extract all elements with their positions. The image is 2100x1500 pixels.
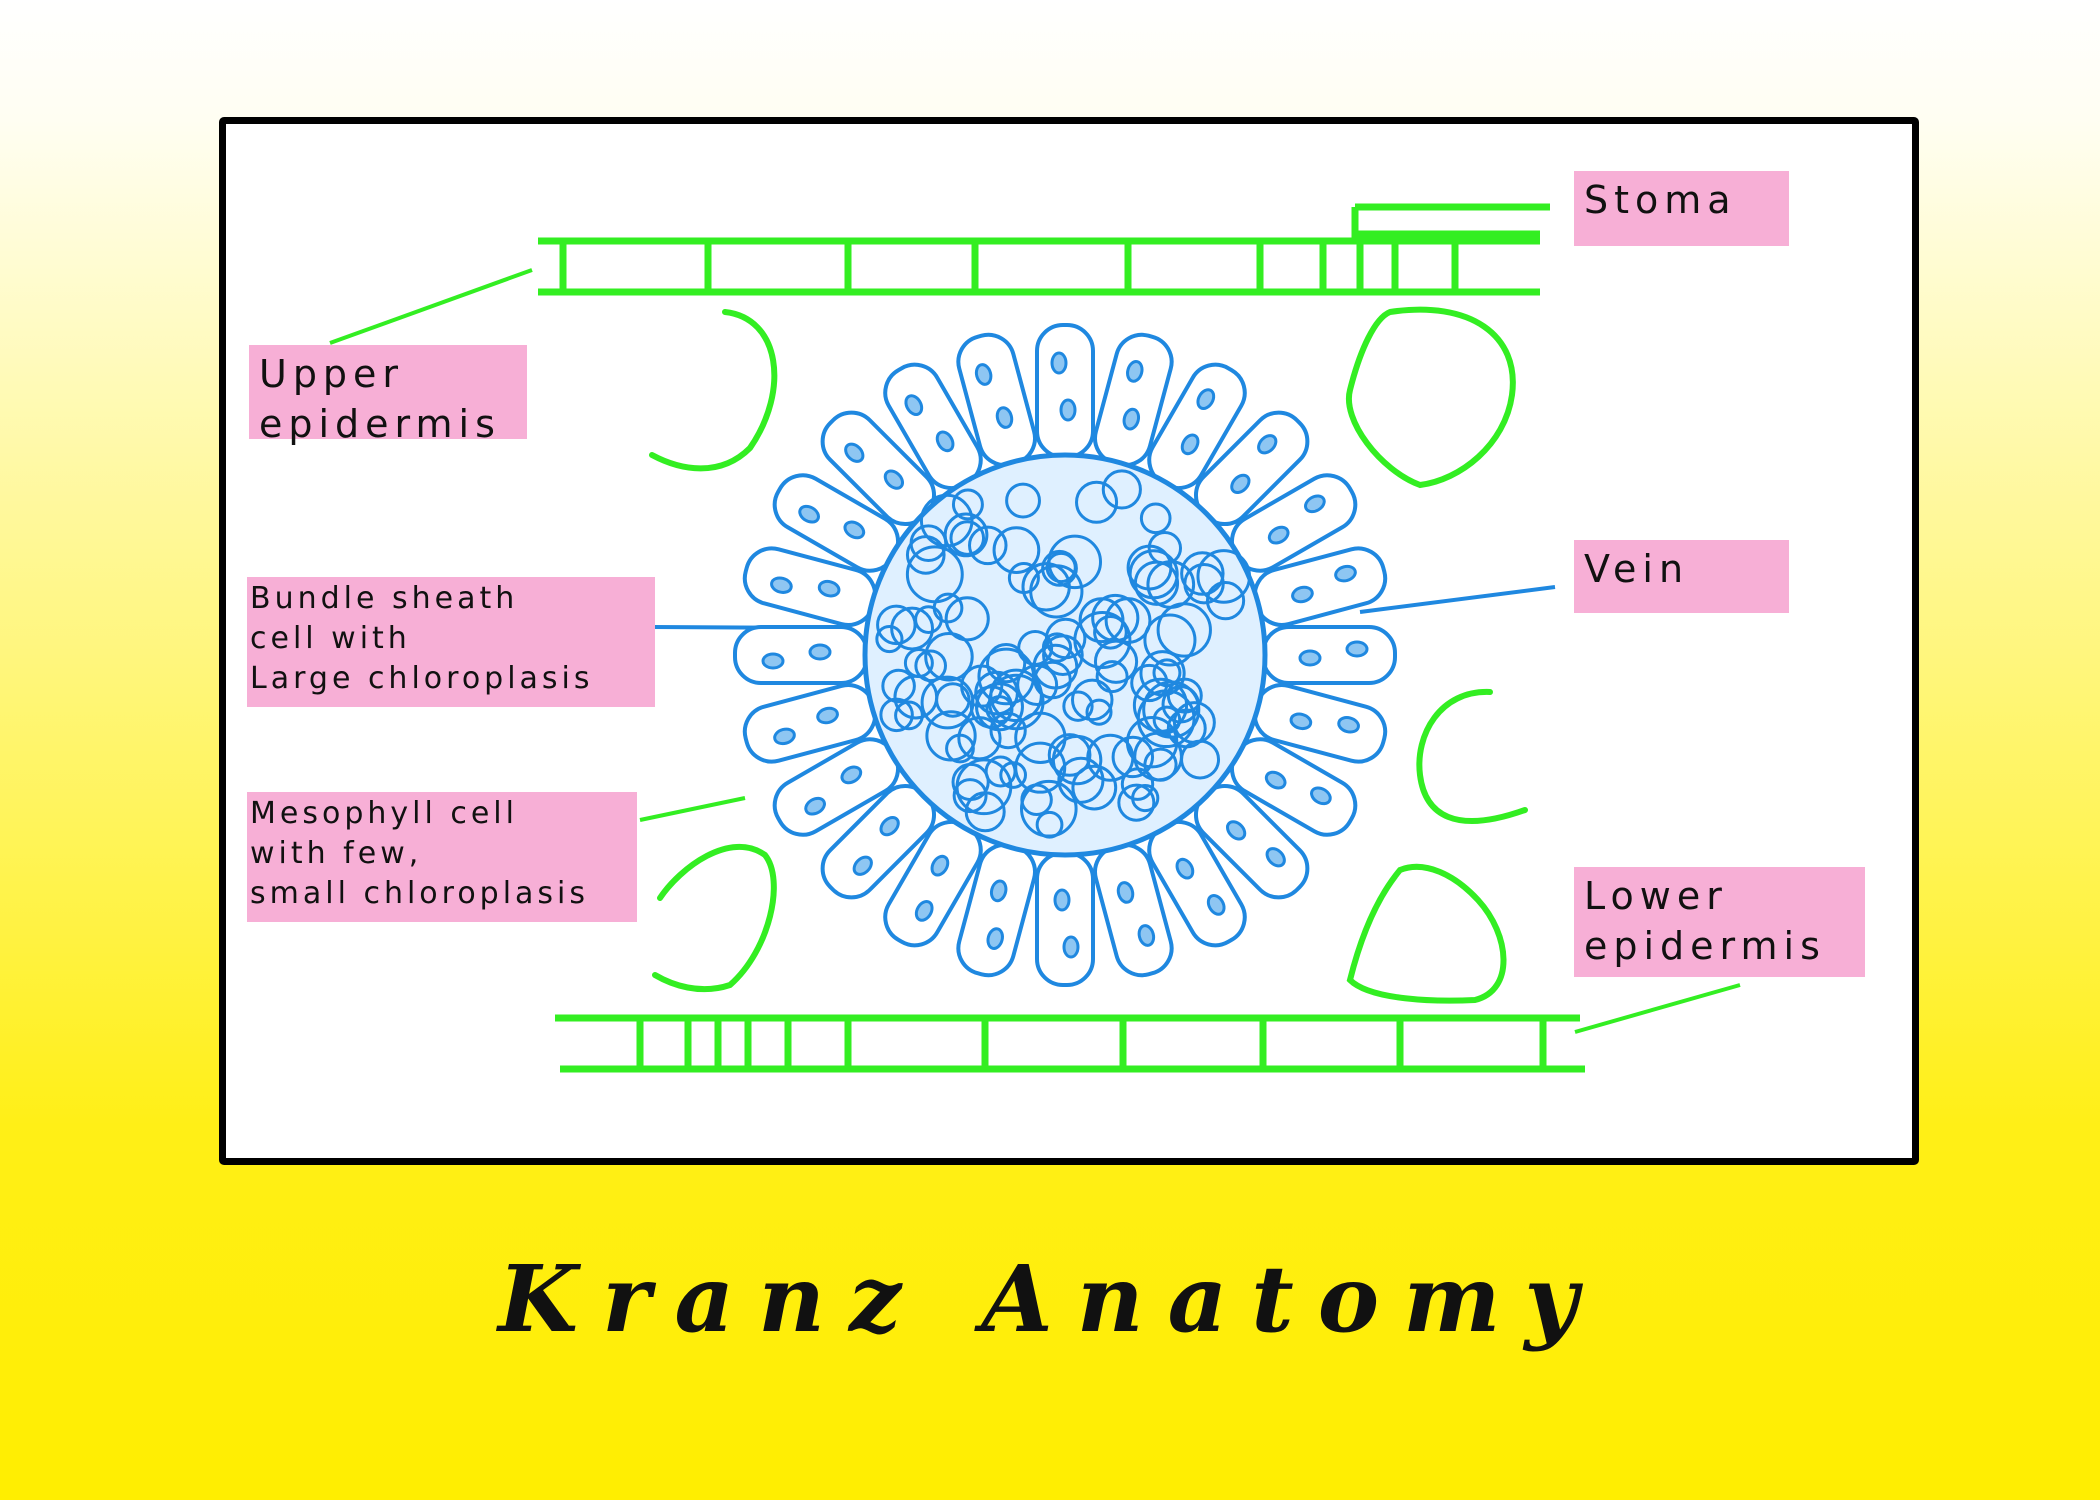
- vascular-cell: [952, 778, 988, 814]
- vascular-cell: [1139, 502, 1172, 535]
- vascular-cell: [1086, 733, 1135, 782]
- vascular-cell: [1070, 678, 1114, 722]
- vascular-cell: [1085, 698, 1113, 726]
- vascular-cell: [875, 624, 904, 654]
- vascular-cell: [1196, 549, 1252, 604]
- mesophyll-label: Mesophyll cell with few, small chloropla…: [247, 792, 637, 922]
- bundle-sheath-cell: [733, 625, 869, 685]
- bundle-sheath-cell: [1252, 546, 1388, 627]
- vascular-cell: [1071, 764, 1118, 811]
- vascular-cell: [1035, 810, 1064, 839]
- vascular-cell: [1091, 593, 1140, 643]
- vascular-cell: [1133, 731, 1183, 782]
- lower-epidermis: [555, 1014, 1585, 1073]
- vascular-cell: [924, 631, 974, 682]
- vascular-cell: [1021, 562, 1071, 612]
- diagram-title: Kranz Anatomy: [498, 1245, 1602, 1353]
- vascular-cell: [949, 520, 986, 556]
- vascular-cell: [909, 524, 948, 563]
- vascular-cell: [1047, 733, 1092, 777]
- vascular-bundle: [862, 452, 1268, 858]
- vascular-cell: [1111, 735, 1155, 779]
- stoma-label: Stoma: [1574, 171, 1789, 246]
- upper-epidermis: [538, 203, 1550, 296]
- vascular-cell: [890, 606, 935, 651]
- vascular-cell: [1143, 613, 1197, 667]
- vascular-cell: [1005, 482, 1041, 519]
- vascular-cell: [1041, 632, 1073, 663]
- vascular-cell: [1133, 560, 1180, 606]
- vascular-cell: [999, 761, 1027, 789]
- vascular-cell: [1130, 663, 1169, 703]
- vascular-cell: [1128, 549, 1179, 600]
- vascular-cell: [1095, 660, 1129, 694]
- lower-epidermis-pointer: [1574, 983, 1741, 1034]
- vein-pointer: [1359, 585, 1556, 614]
- vascular-cell: [957, 716, 1002, 761]
- vascular-cell: [944, 596, 990, 642]
- vascular-cell: [879, 697, 914, 733]
- vascular-cell: [903, 647, 934, 678]
- lower-epidermis-label: Lower epidermis: [1574, 867, 1865, 977]
- vascular-cell: [1057, 756, 1105, 804]
- vein-label: Vein: [1574, 540, 1789, 613]
- vascular-cell: [1017, 630, 1054, 666]
- vascular-cell: [914, 605, 943, 634]
- vascular-cell: [1104, 597, 1152, 644]
- bundle-sheath-cell: [1035, 323, 1095, 459]
- vascular-cell: [992, 526, 1041, 574]
- bundle-sheath-label: Bundle sheath cell with Large chloroplas…: [247, 577, 655, 707]
- upper-epidermis-pointer: [329, 268, 533, 345]
- vascular-cell: [894, 700, 924, 731]
- vascular-cell: [905, 535, 946, 575]
- vascular-cell: [1117, 783, 1156, 822]
- mesophyll-cells: [649, 306, 1528, 1004]
- bundle-sheath-cell: [1035, 851, 1095, 987]
- vascular-cell: [905, 545, 964, 604]
- vascular-cell: [988, 673, 1045, 731]
- vascular-cell: [1183, 562, 1225, 605]
- bundle-sheath-cell: [1193, 410, 1310, 527]
- bundle-sheath-cell: [1261, 625, 1397, 685]
- bundle-sheath-cell: [1193, 783, 1310, 900]
- vascular-cell: [1156, 602, 1212, 658]
- vascular-cell: [1180, 551, 1225, 596]
- bundle-sheath-cell: [742, 683, 878, 764]
- vascular-cell: [1075, 480, 1119, 524]
- upper-epidermis-label: Upper epidermis: [249, 345, 527, 446]
- vascular-cell: [1101, 469, 1142, 510]
- vascular-cell: [1093, 614, 1128, 650]
- bundle-sheath-cell: [1093, 332, 1174, 468]
- vascular-cell: [945, 733, 975, 764]
- vascular-cell: [1029, 564, 1084, 619]
- vascular-cell: [968, 525, 1008, 566]
- vascular-cell: [1047, 534, 1103, 590]
- bundle-sheath-cell: [820, 410, 937, 527]
- vascular-cell: [1062, 690, 1094, 722]
- vascular-cell: [1152, 705, 1182, 735]
- vascular-cell: [989, 711, 1027, 750]
- bundle-sheath-ring: [733, 323, 1397, 987]
- vascular-cell: [1132, 677, 1189, 733]
- bundle-sheath-cell: [772, 473, 901, 573]
- mesophyll-pointer: [639, 796, 746, 822]
- bundle-sheath-cell: [772, 737, 901, 837]
- bundle-sheath-cell: [1229, 737, 1358, 837]
- vascular-cell: [881, 668, 916, 704]
- vascular-cell: [1205, 580, 1246, 621]
- vascular-cell: [951, 488, 984, 521]
- vascular-cell: [985, 643, 1027, 684]
